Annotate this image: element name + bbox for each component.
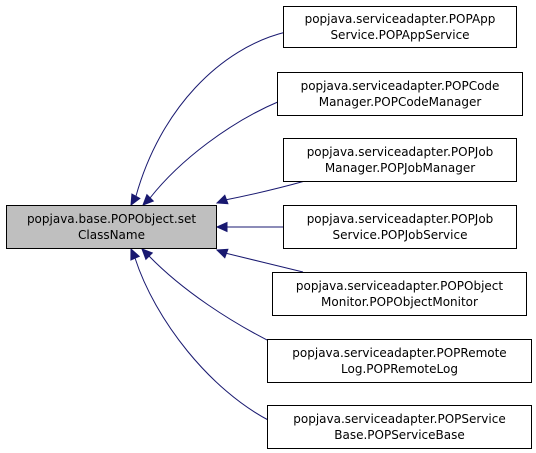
edge-line <box>224 180 306 201</box>
caller-node-line-1: popjava.serviceadapter.POPCode <box>300 79 500 93</box>
arrowhead-icon <box>215 221 228 233</box>
edge-line <box>224 252 304 273</box>
edge-popjobmanager-to-setclassname <box>215 180 306 205</box>
caller-node-popcodemanager[interactable]: popjava.serviceadapter.POPCode Manager.P… <box>277 72 523 116</box>
caller-node-popappservice[interactable]: popjava.serviceadapter.POPApp Service.PO… <box>283 6 517 48</box>
edge-popappservice-to-setclassname <box>130 31 287 207</box>
caller-node-line-1: popjava.serviceadapter.POPJob <box>306 145 494 159</box>
edge-popcodemanager-to-setclassname <box>142 100 281 206</box>
caller-node-line-2: Log.POPRemoteLog <box>341 362 458 376</box>
caller-node-popobjectmonitor[interactable]: popjava.serviceadapter.POPObject Monitor… <box>272 272 527 316</box>
edge-line <box>148 255 278 346</box>
caller-node-line-1: popjava.serviceadapter.POPJob <box>306 212 494 226</box>
focus-node-line-2: ClassName <box>78 228 145 242</box>
edge-popremotelog-to-setclassname <box>141 248 278 346</box>
edge-popobjectmonitor-to-setclassname <box>215 248 304 273</box>
caller-node-line-1: popjava.serviceadapter.POPRemote <box>292 346 507 360</box>
caller-node-popjobservice[interactable]: popjava.serviceadapter.POPJob Service.PO… <box>283 205 517 249</box>
caller-node-line-2: Service.POPAppService <box>330 28 470 42</box>
edge-popjobservice-to-setclassname <box>215 221 283 233</box>
focus-node-popobject-setclassname: popjava.base.POPObject.set ClassName <box>6 205 217 249</box>
caller-node-line-2: Manager.POPCodeManager <box>318 95 482 109</box>
focus-node-line-1: popjava.base.POPObject.set <box>26 212 197 226</box>
arrowhead-icon <box>130 247 141 261</box>
arrowhead-icon <box>130 193 141 207</box>
edge-line <box>149 100 281 199</box>
caller-node-line-1: popjava.serviceadapter.POPApp <box>304 12 496 26</box>
caller-node-popjobmanager[interactable]: popjava.serviceadapter.POPJob Manager.PO… <box>283 138 517 182</box>
edge-popservicebase-to-setclassname <box>130 247 271 422</box>
caller-node-line-2: Manager.POPJobManager <box>324 161 476 175</box>
caller-node-line-1: popjava.serviceadapter.POPService <box>293 412 506 426</box>
caller-node-popservicebase[interactable]: popjava.serviceadapter.POPService Base.P… <box>267 405 532 449</box>
edge-line <box>135 31 287 197</box>
arrowhead-icon <box>215 194 229 205</box>
caller-node-line-2: Service.POPJobService <box>332 228 468 242</box>
edge-line <box>134 257 271 422</box>
arrowhead-icon <box>215 248 229 259</box>
arrowhead-icon <box>141 248 154 261</box>
caller-node-popremotelog[interactable]: popjava.serviceadapter.POPRemote Log.POP… <box>267 339 532 383</box>
caller-node-line-2: Monitor.POPObjectMonitor <box>321 295 478 309</box>
caller-node-line-2: Base.POPServiceBase <box>334 428 465 442</box>
caller-node-line-1: popjava.serviceadapter.POPObject <box>295 279 504 293</box>
arrowhead-icon <box>142 193 155 206</box>
